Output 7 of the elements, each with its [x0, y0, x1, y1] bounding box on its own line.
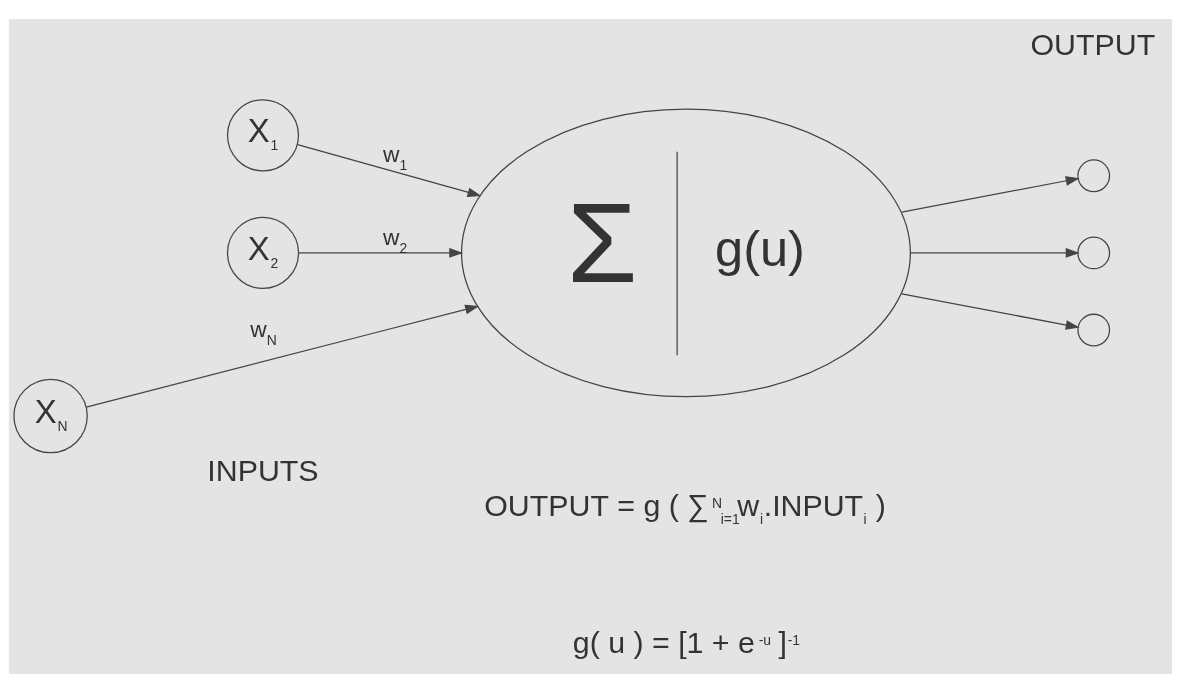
edge-label: w$_{N}$ — [250, 315, 277, 348]
edge-label: w$_{2}$ — [383, 223, 408, 256]
label: g( u ) = [1 + e$^{-u}$ ]$^{-1}$ — [572, 625, 801, 659]
label: OUTPUT = g ( ∑$^{N}$$_{i=1}$w$_{i}$.INPUT$_{i}$ ) — [484, 489, 886, 528]
label: OUTPUT — [1030, 27, 1156, 61]
edge-label: w$_{1}$ — [383, 141, 408, 174]
label: INPUTS — [207, 453, 319, 487]
